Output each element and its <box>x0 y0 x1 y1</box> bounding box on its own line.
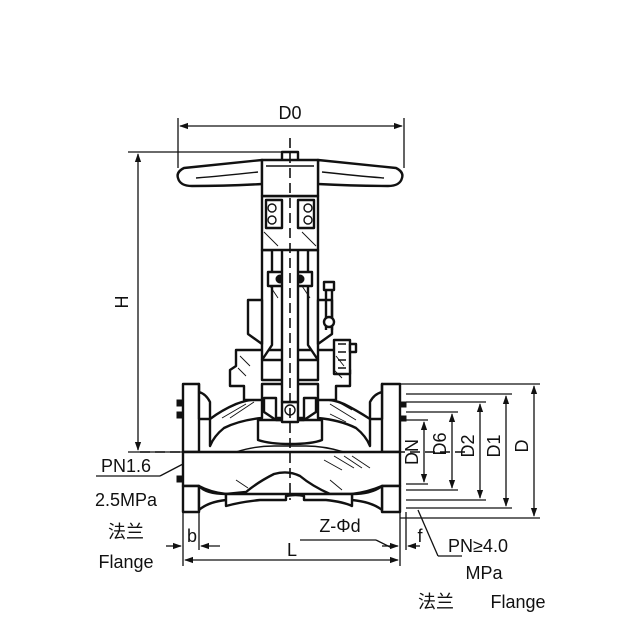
left-pressure-line2: 2.5MPa <box>95 490 158 510</box>
left-flange-en: Flange <box>98 552 153 572</box>
right-flange-en: Flange <box>490 592 545 612</box>
dim-label-d0: D0 <box>278 103 301 123</box>
dimension-lines <box>96 118 540 566</box>
right-flange-cn: 法兰 <box>418 592 454 613</box>
left-flange-cn: 法兰 <box>108 522 144 543</box>
dim-label-bolt-holes: Z-Φd <box>319 516 360 536</box>
dim-label-d6: D6 <box>430 432 450 455</box>
dim-label-dn: DN <box>402 439 422 465</box>
dim-label-b: b <box>187 526 197 546</box>
right-flange <box>380 382 402 454</box>
dim-label-d: D <box>512 440 532 453</box>
left-flange <box>181 382 201 454</box>
left-pressure-line1: PN1.6 <box>101 456 151 476</box>
right-pressure-line1: PN≥4.0 <box>448 536 508 556</box>
right-pressure-line2: MPa <box>465 563 503 583</box>
dim-label-f: f <box>417 526 423 546</box>
dim-label-d2: D2 <box>458 434 478 457</box>
dim-label-d1: D1 <box>484 434 504 457</box>
dim-label-l: L <box>287 540 297 560</box>
valve-body <box>176 382 407 514</box>
dim-label-h: H <box>112 296 132 309</box>
